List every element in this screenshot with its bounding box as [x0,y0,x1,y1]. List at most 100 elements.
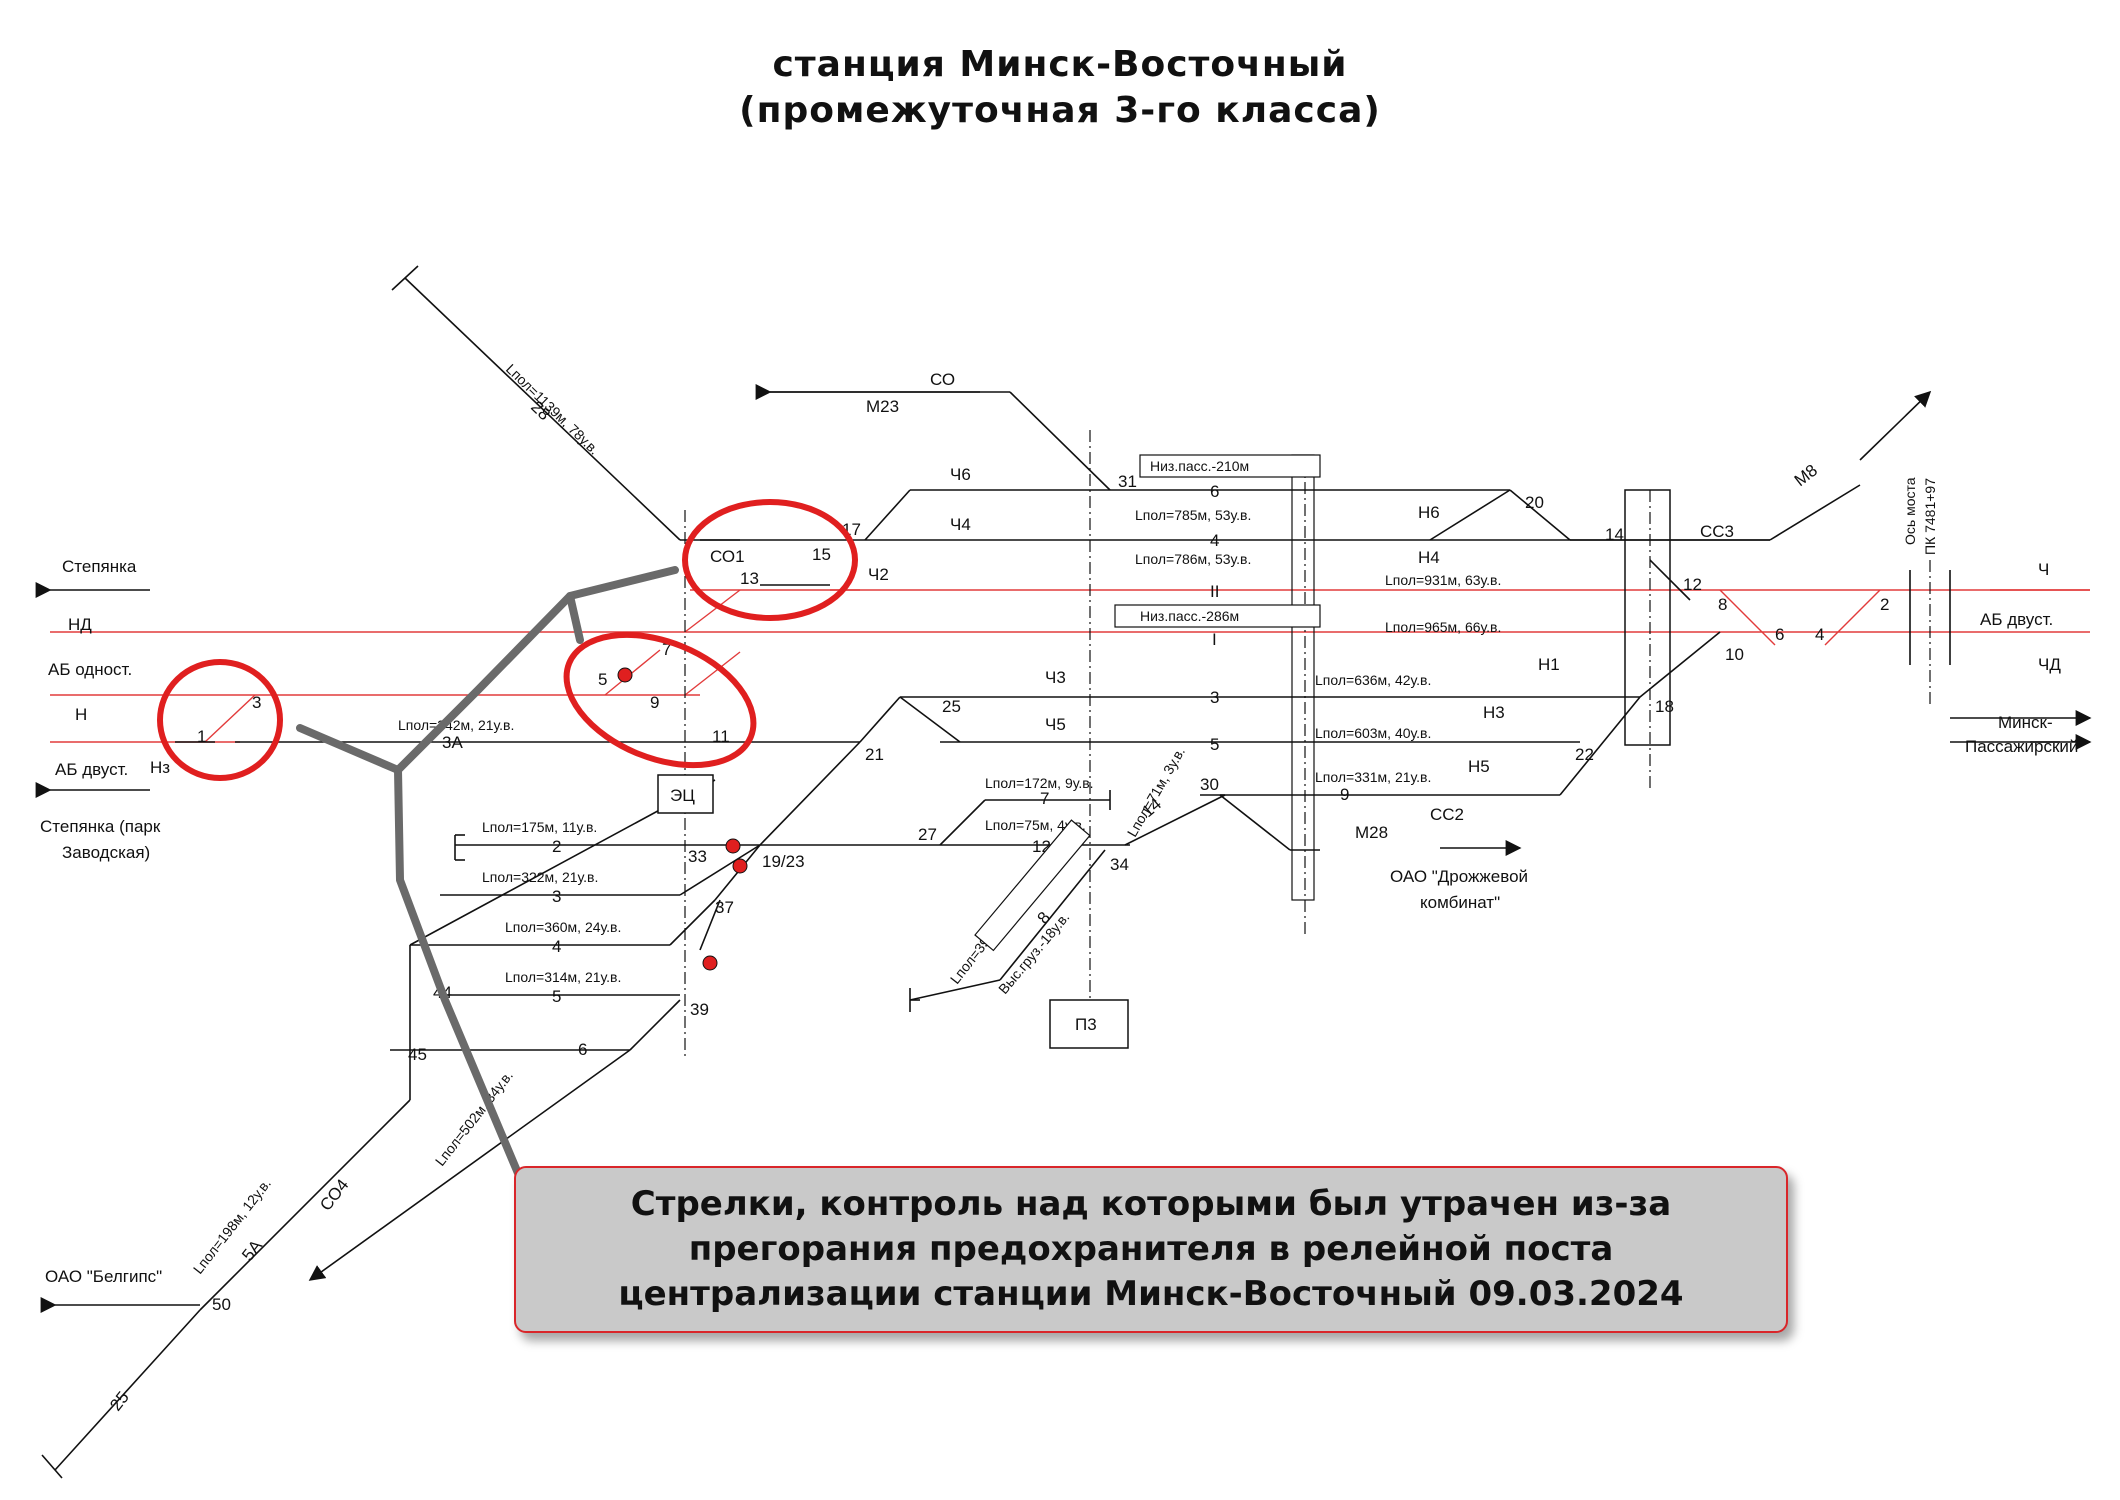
switch-12: 12 [1683,575,1702,594]
length-b5: Lпол=314м, 21у.в. [505,969,621,985]
length-14: Lпол=71м, 3у.в. [1124,744,1188,839]
direction-stepyanka-park-2: Заводская) [62,843,150,862]
switch-37: 37 [715,898,734,917]
signal-cc2: СС2 [1430,805,1464,824]
track-6: 6 [1210,482,1219,501]
signal-co: СО [930,370,955,389]
track-b6: 6 [578,1040,587,1059]
length-6: Lпол=785м, 53у.в. [1135,507,1251,523]
direction-drozh-1: ОАО "Дрожжевой [1390,867,1528,886]
switch-31: 31 [1118,472,1137,491]
switch-20: 20 [1525,493,1544,512]
main-tracks-red [50,589,2090,743]
length-7: Lпол=172м, 9у.в. [985,775,1094,791]
platforms: Низ.пасс.-210м Низ.пасс.-286м Выс.груз.-… [974,454,1321,997]
signal-n3: Н3 [1483,703,1505,722]
track-25: 25 [106,1388,133,1415]
switch-30: 30 [1200,775,1219,794]
signal-ch4: Ч4 [950,515,971,534]
switch-33: 33 [688,847,707,866]
signal-m8: М8 [1791,461,1821,491]
length-II: Lпол=931м, 63у.в. [1385,572,1501,588]
post-ec: ЭЦ [670,786,695,805]
signal-ch5: Ч5 [1045,715,1066,734]
switch-22: 22 [1575,745,1594,764]
length-28: Lпол=1139м, 78у.в. [503,361,603,458]
switch-1: 1 [197,727,206,746]
track-b3: 3 [552,887,561,906]
switch-14: 14 [1605,525,1624,544]
switch-3: 3 [252,693,261,712]
highlight-13-15 [682,499,858,621]
switch-19-23: 19/23 [762,852,805,871]
bridge-axis-2: ПК 7481+97 [1922,478,1938,555]
signal-nz: Нз [150,758,170,777]
switch-7: 7 [662,640,671,659]
track-I: I [1212,630,1217,649]
post-p3: П3 [1075,1015,1097,1034]
signal-labels: НД Н Нз Ч ЧД СО СО1 СО4 СС2 СС3 М23 М28 … [68,370,2061,1214]
switch-15: 15 [812,545,831,564]
length-9: Lпол=331м, 21у.в. [1315,769,1431,785]
direction-minsk-1: Минск- [1998,713,2053,732]
platform-1: Низ.пасс.-286м [1140,608,1239,624]
switch-5: 5 [598,670,607,689]
track-4: 4 [1210,531,1219,550]
signal-ch2: Ч2 [868,565,889,584]
signal-co1: СО1 [710,547,745,566]
station-tracks [35,265,2092,1479]
direction-stepyanka: Степянка [62,557,137,576]
block-ab-double-left: АБ двуст. [55,760,128,779]
length-5a: Lпол=198м, 12у.в. [190,1175,274,1277]
highlight-5-7-9-11 [563,631,757,769]
switch-21: 21 [865,745,884,764]
direction-drozh-2: комбинат" [1420,893,1500,912]
diagram-title-line1: станция Минск-Восточный [772,44,1348,85]
switch-11: 11 [712,727,730,746]
length-co4: Lпол=502м, 34у.в. [432,1067,516,1169]
length-2: Lпол=175м, 11у.в. [482,819,597,835]
direction-minsk-2: Пассажирский [1965,737,2078,756]
length-I: Lпол=965м, 66у.в. [1385,619,1501,635]
diagram-title-line2: (промежуточная 3-го класса) [739,90,1381,131]
track-3a: 3А [442,733,463,752]
highlight-1-3 [157,659,283,781]
track-50: 50 [212,1295,231,1314]
signal-cc3: СС3 [1700,522,1734,541]
incident-callout-text: Стрелки, контроль над которыми был утрач… [618,1184,1684,1314]
direction-labels: Степянка Степянка (парк Заводская) Минск… [40,477,2078,1286]
switch-18: 18 [1655,697,1674,716]
track-b5: 5 [552,987,561,1006]
signal-co4: СО4 [316,1176,352,1215]
switch-39: 39 [690,1000,709,1019]
switch-25: 25 [942,697,961,716]
length-12: Lпол=75м, 4у.в. [985,817,1086,833]
switch-labels: 1 3 5 7 9 11 13 15 17 19/23 21 25 27 31 … [197,472,1889,1064]
posts: ЭЦ П3 [657,774,1129,1049]
platform-6: Низ.пасс.-210м [1150,458,1249,474]
callout-pointers [296,566,679,1182]
signal-chd: ЧД [2038,655,2061,674]
bridge-axis-1: Ось моста [1902,477,1918,545]
signal-ch3: Ч3 [1045,668,1066,687]
length-4: Lпол=786м, 53у.в. [1135,551,1251,567]
block-ab-double-right: АБ двуст. [1980,610,2053,629]
signal-n5: Н5 [1468,757,1490,776]
signal-m28: М28 [1355,823,1388,842]
signal-m23: М23 [866,397,899,416]
direction-belgips: ОАО "Белгипс" [45,1267,162,1286]
track-5a: 5А [238,1236,266,1265]
track-2: 2 [552,837,561,856]
switch-10: 10 [1725,645,1744,664]
length-5: Lпол=603м, 40у.в. [1315,725,1431,741]
track-II: II [1210,582,1219,601]
signal-ch: Ч [2038,560,2049,579]
signal-ch6: Ч6 [950,465,971,484]
length-3a: Lпол=342м, 21у.в. [398,717,514,733]
signal-nd: НД [68,615,92,634]
switch-8: 8 [1718,595,1727,614]
red-markers [617,667,748,971]
switch-6: 6 [1775,625,1784,644]
signal-n6: Н6 [1418,503,1440,522]
